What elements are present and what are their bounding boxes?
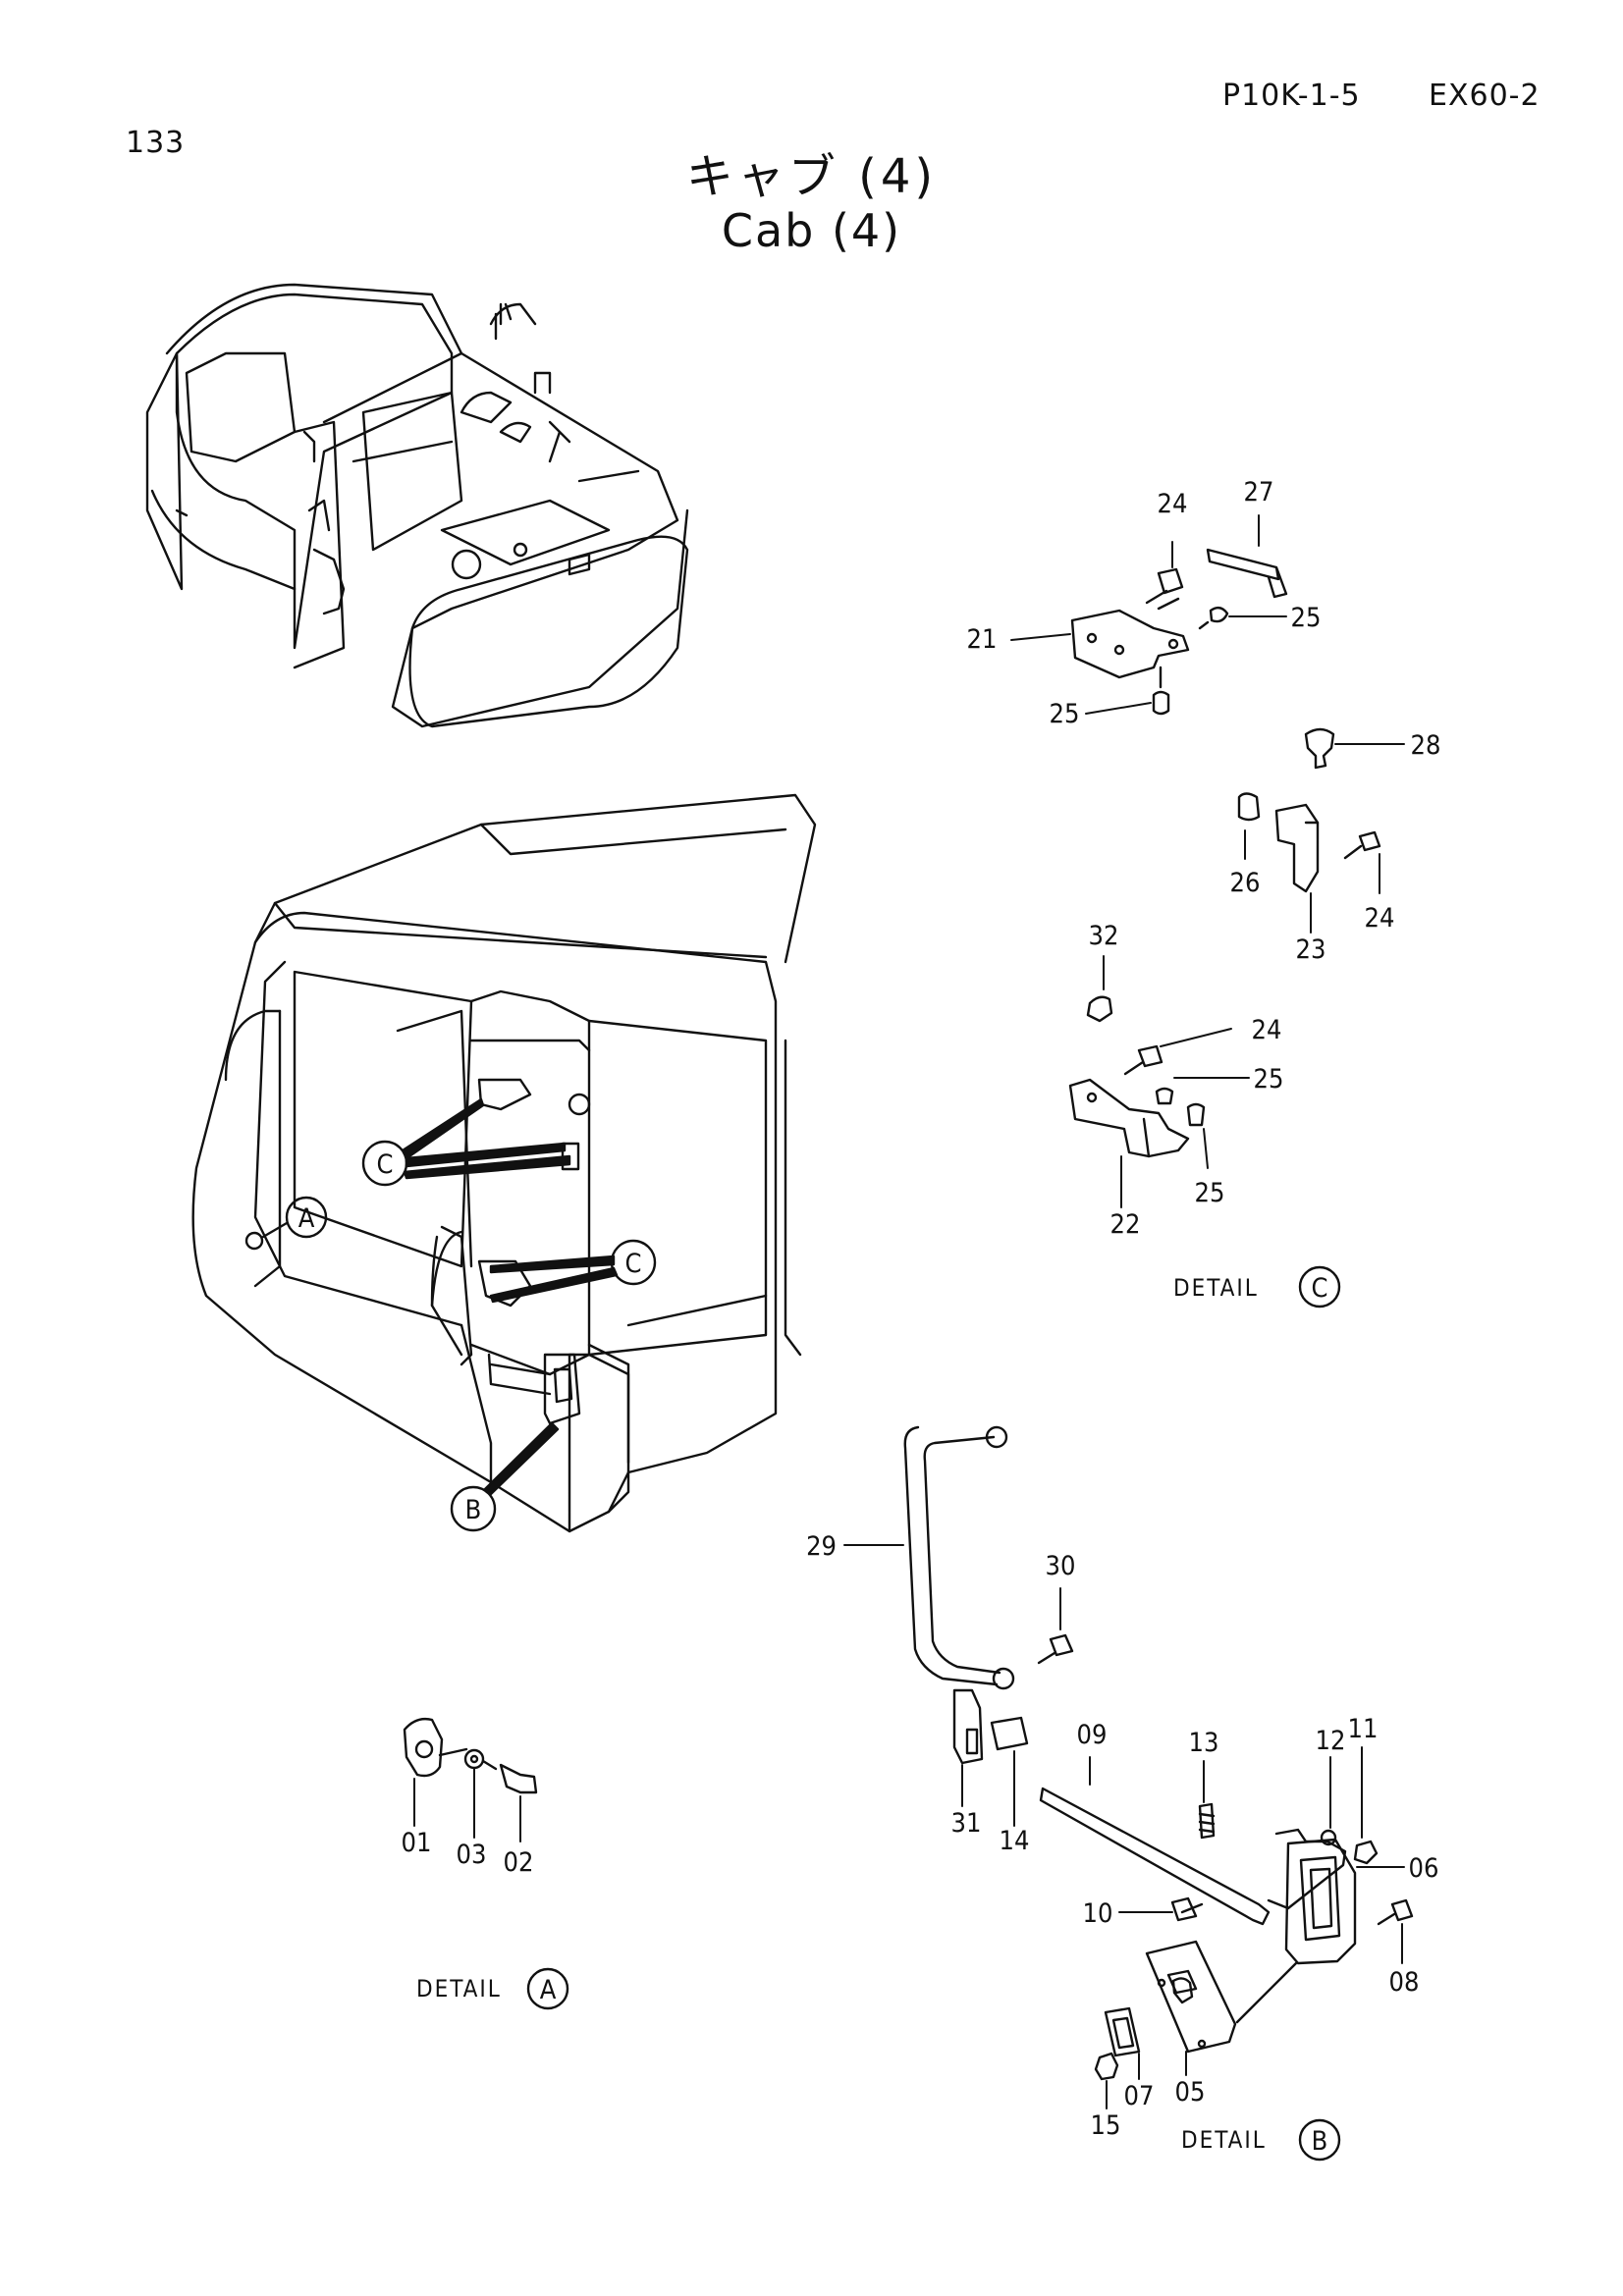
part-24-bolt-upper: [1145, 567, 1184, 605]
part-22-bracket: [1068, 1078, 1190, 1158]
label-32: 32: [1089, 921, 1119, 951]
part-10-bolt: [1170, 1896, 1204, 1922]
machine-overview-illustration: [145, 283, 689, 728]
page-title-japanese: キャブ (4): [685, 149, 938, 204]
part-30-screw: [1037, 1633, 1074, 1665]
detail-c-caption: DETAIL C: [1173, 1265, 1341, 1308]
part-15-nut: [1094, 2052, 1119, 2081]
label-24-middle: 24: [1365, 903, 1395, 934]
detail-c: [1068, 548, 1381, 1158]
label-02: 02: [504, 1847, 534, 1878]
part-12-washer: [1320, 1829, 1337, 1846]
part-25-nut-right: [1209, 606, 1229, 623]
part-25-screw-b: [1186, 1102, 1206, 1127]
cab-illustration: [191, 793, 817, 1533]
detail-b-label: DETAIL: [1181, 2126, 1267, 2154]
callout-b-label: B: [465, 1495, 482, 1525]
page-number: 133: [126, 126, 186, 160]
part-29-handle: [903, 1425, 1001, 1686]
part-13-spring: [1198, 1802, 1216, 1840]
label-26: 26: [1230, 868, 1261, 898]
part-08-bolt: [1377, 1898, 1414, 1926]
callout-b: B: [450, 1421, 560, 1532]
label-15: 15: [1091, 2110, 1121, 2141]
machine-model: EX60-2: [1429, 79, 1541, 113]
part-09-rod: [1039, 1787, 1271, 1926]
callout-c-upper: C: [361, 1097, 571, 1187]
label-14: 14: [1000, 1826, 1030, 1856]
label-13: 13: [1189, 1728, 1219, 1758]
label-24-lower: 24: [1252, 1015, 1282, 1045]
label-25-detail-c-right: 25: [1254, 1064, 1284, 1095]
callout-a: A: [261, 1196, 328, 1239]
detail-c-label: DETAIL: [1173, 1274, 1259, 1302]
label-29: 29: [806, 1531, 837, 1562]
part-25-screw-a: [1155, 1087, 1174, 1105]
part-05-plate: [1145, 1940, 1237, 2054]
label-09: 09: [1077, 1720, 1108, 1750]
part-01-striker: [403, 1717, 444, 1778]
label-28: 28: [1411, 730, 1441, 761]
part-06-lock-body: [1267, 1828, 1347, 1910]
detail-a-label: DETAIL: [416, 1975, 502, 2002]
part-28-knob: [1304, 727, 1335, 770]
page-title-english: Cab (4): [721, 204, 902, 257]
detail-b-caption: DETAIL B: [1181, 2118, 1341, 2162]
label-24-upper: 24: [1158, 489, 1188, 519]
label-01: 01: [402, 1828, 432, 1858]
label-11: 11: [1348, 1714, 1379, 1744]
part-25-nut-lower: [1152, 690, 1170, 716]
part-23-catch: [1274, 803, 1320, 893]
detail-a: [403, 1717, 538, 1794]
part-31-bracket: [952, 1688, 984, 1765]
label-31: 31: [951, 1808, 982, 1839]
label-27: 27: [1244, 477, 1274, 507]
label-25-lower: 25: [1050, 699, 1080, 729]
label-05: 05: [1175, 2077, 1206, 2108]
callout-a-label: A: [298, 1203, 315, 1234]
part-21-bracket: [1070, 609, 1190, 679]
part-24-bolt-lower: [1123, 1044, 1163, 1076]
label-03: 03: [457, 1840, 487, 1870]
detail-b-letter: B: [1312, 2126, 1328, 2157]
label-25-detail-c-bottom: 25: [1195, 1178, 1225, 1208]
label-06: 06: [1409, 1853, 1439, 1884]
part-24-bolt-middle: [1343, 830, 1381, 860]
part-27-wrench: [1206, 548, 1288, 599]
label-30: 30: [1046, 1551, 1076, 1581]
label-25-right: 25: [1291, 603, 1322, 633]
label-23: 23: [1296, 934, 1326, 965]
detail-a-caption: DETAIL A: [416, 1967, 569, 2010]
part-26-collar: [1237, 792, 1261, 822]
detail-b: [903, 1425, 1414, 2081]
label-12: 12: [1316, 1726, 1346, 1756]
label-08: 08: [1389, 1967, 1420, 1998]
part-14-block: [990, 1716, 1029, 1751]
detail-a-letter: A: [540, 1975, 557, 2005]
part-32-rubber: [1086, 995, 1113, 1023]
part-11-nut: [1353, 1840, 1379, 1865]
label-21: 21: [967, 624, 998, 655]
label-22: 22: [1110, 1209, 1141, 1240]
part-03-washer: [463, 1748, 485, 1770]
label-10: 10: [1083, 1898, 1113, 1929]
label-07: 07: [1124, 2081, 1155, 2111]
part-labels: 24 27 21 25 25 28 26 23 24 32 24 25 25 2…: [402, 477, 1441, 2141]
detail-c-letter: C: [1312, 1273, 1328, 1304]
callout-c-upper-label: C: [377, 1149, 394, 1180]
callout-c-lower-label: C: [625, 1249, 642, 1279]
leader-lines: [413, 514, 1405, 2109]
callout-c-lower: C: [489, 1239, 657, 1304]
part-02-screw: [499, 1763, 538, 1794]
catalog-code: P10K-1-5: [1222, 79, 1361, 113]
part-07-gasket: [1104, 2006, 1141, 2057]
